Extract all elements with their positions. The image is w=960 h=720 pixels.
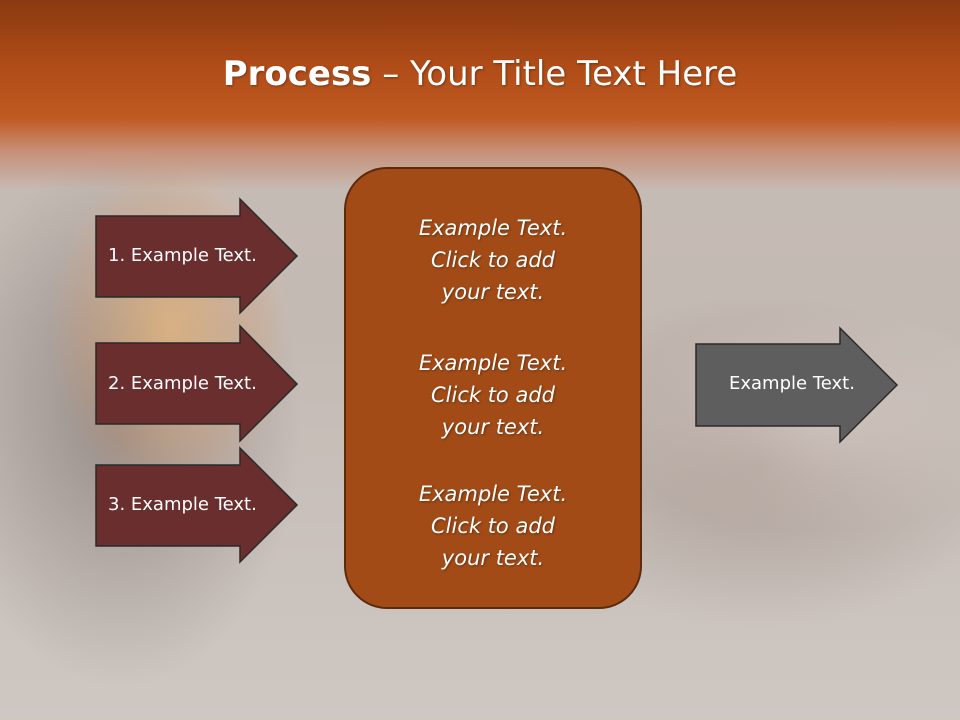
center-text-line: Example Text.	[418, 216, 568, 240]
left-arrow-2-label: 2. Example Text.	[108, 373, 257, 394]
left-arrow-2[interactable]	[95, 324, 299, 443]
title-banner	[0, 0, 960, 190]
left-arrow-3[interactable]	[95, 446, 299, 564]
title-bold: Process	[222, 54, 372, 94]
left-arrow-3-label: 3. Example Text.	[108, 494, 257, 515]
slide-title[interactable]: Process – Your Title Text Here	[0, 52, 960, 96]
right-arrow[interactable]	[695, 326, 899, 444]
center-text-line: Example Text.	[418, 482, 568, 506]
center-text-line: Example Text.	[418, 351, 568, 375]
left-arrow-1-label: 1. Example Text.	[108, 245, 257, 266]
center-text-line: your text.	[441, 280, 545, 304]
title-rest: – Your Title Text Here	[371, 54, 738, 94]
center-text-line: your text.	[441, 546, 545, 570]
center-box[interactable]	[344, 167, 642, 609]
center-text-line: Click to add	[430, 514, 555, 538]
center-text-line: your text.	[441, 415, 545, 439]
center-text-block-1: Example Text. Click to add your text.	[346, 212, 640, 308]
right-arrow-label: Example Text.	[729, 373, 855, 394]
center-text-block-3: Example Text. Click to add your text.	[346, 478, 640, 574]
center-text-line: Click to add	[430, 383, 555, 407]
center-text-block-2: Example Text. Click to add your text.	[346, 347, 640, 443]
left-arrow-1[interactable]	[95, 197, 299, 315]
center-text-line: Click to add	[430, 248, 555, 272]
